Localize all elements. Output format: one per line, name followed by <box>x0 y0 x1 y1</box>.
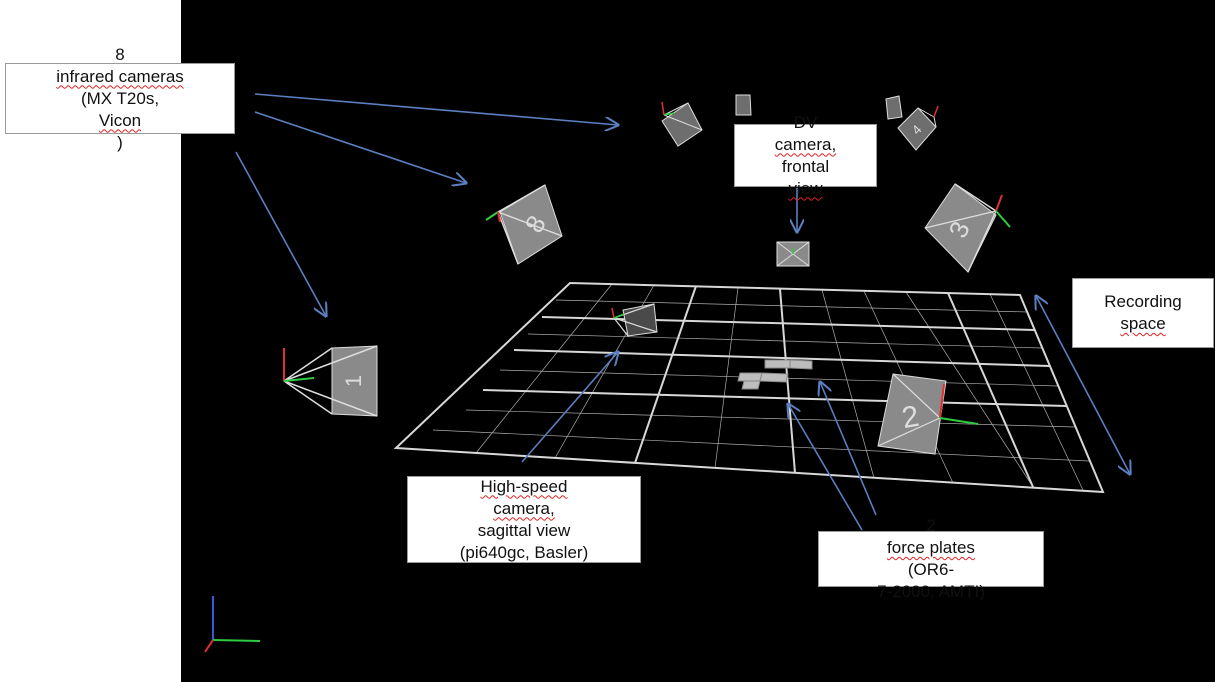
force-plates-callout: 2 force plates (OR6- 7-2000, AMTI) <box>818 516 1044 601</box>
recording-callout-line-1: Recording <box>1104 292 1182 311</box>
camera-top-left-icon <box>661 101 703 147</box>
camera-4-icon: 4 <box>885 95 939 151</box>
camera-top-center-icon <box>735 94 752 116</box>
camera-2-number: 2 <box>899 400 921 435</box>
force-plates <box>737 359 813 390</box>
dv-callout-line-2: frontal view <box>781 156 830 198</box>
recording-callout-line-2: space <box>1120 314 1166 333</box>
annotation-arrows <box>235 93 1130 531</box>
high-speed-camera-callout: High-speed camera, sagittal view (pi640g… <box>407 476 641 563</box>
infrared-cameras-callout: 8 infrared cameras (MX T20s, Vicon) <box>5 45 235 152</box>
highspeed-callout-line-3: (pi640gc, Basler) <box>459 542 589 562</box>
infrared-callout-line-1: 8 infrared cameras <box>56 44 184 86</box>
infrared-callout-line-2: (MX T20s, Vicon) <box>80 88 160 152</box>
camera-1-icon: 1 <box>283 345 378 417</box>
camera-3-icon: 3 <box>924 183 1011 273</box>
camera-2-icon: 2 <box>877 373 979 455</box>
highspeed-callout-line-1: High-speed camera, <box>480 476 568 518</box>
high-speed-camera-icon <box>611 303 658 337</box>
recording-space-callout: Recording space <box>1072 278 1214 348</box>
highspeed-callout-line-2: sagittal view <box>477 520 571 540</box>
camera-1-number: 1 <box>341 375 366 387</box>
dv-camera-callout: DV camera, frontal view <box>734 113 877 198</box>
forceplates-callout-line-1: 2 force plates (OR6- <box>887 516 975 579</box>
dv-camera-icon <box>776 241 810 267</box>
forceplates-callout-line-2: 7-2000, AMTI) <box>877 582 985 601</box>
world-axes-icon <box>204 596 261 653</box>
camera-8-icon: 8 <box>485 184 563 265</box>
dv-callout-line-1: DV camera, <box>774 112 837 154</box>
